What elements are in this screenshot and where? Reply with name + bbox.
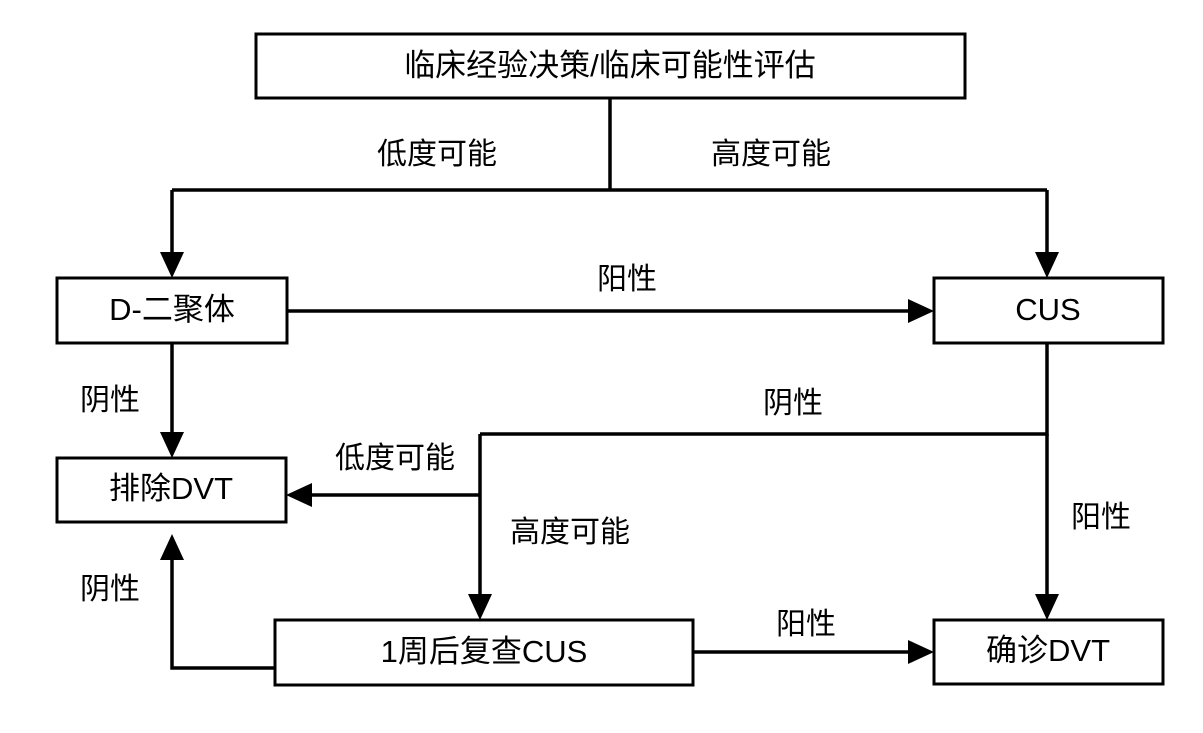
- edge-repeat-cus-negative: [160, 534, 275, 670]
- node-clinical-assessment[interactable]: 临床经验决策/临床可能性评估: [254, 32, 967, 100]
- edge-assessment-split: [160, 98, 1059, 278]
- edge-label-low-probability-top: 低度可能: [377, 138, 497, 171]
- edge-label-d-dimer-negative: 阴性: [80, 384, 140, 417]
- arrow-head-to-d-dimer: [160, 252, 184, 278]
- node-confirm-dvt[interactable]: 确诊DVT: [932, 618, 1165, 686]
- node-d-dimer-label: D-二聚体: [109, 292, 235, 327]
- edge-cus-negative: [286, 343, 1049, 620]
- edge-cus-positive: [1035, 434, 1059, 620]
- node-clinical-assessment-rect[interactable]: [254, 32, 967, 100]
- edge-label-repeat-cus-positive: 阳性: [776, 608, 836, 641]
- node-confirm-dvt-label: 确诊DVT: [986, 633, 1110, 668]
- edge-label-d-dimer-positive: 阳性: [597, 263, 657, 296]
- node-confirm-dvt-rect[interactable]: [932, 618, 1165, 686]
- node-repeat-cus-label: 1周后复查CUS: [381, 634, 588, 669]
- node-clinical-assessment-label: 临床经验决策/临床可能性评估: [404, 48, 816, 83]
- edge-d-dimer-to-exclude: [160, 343, 184, 458]
- node-exclude-dvt[interactable]: 排除DVT: [55, 456, 288, 524]
- node-cus-rect[interactable]: [932, 276, 1165, 345]
- arrow-head-high-prob-to-repeat-cus: [468, 594, 492, 620]
- node-d-dimer-rect[interactable]: [55, 276, 289, 345]
- edge-repeat-cus-positive: [693, 640, 934, 664]
- node-cus-label: CUS: [1015, 292, 1080, 327]
- edge-d-dimer-to-cus: [287, 299, 934, 323]
- arrow-head-cus-positive: [1035, 594, 1059, 620]
- node-cus[interactable]: CUS: [932, 276, 1165, 345]
- arrow-head-repeat-cus-negative: [160, 534, 184, 560]
- node-exclude-dvt-label: 排除DVT: [109, 471, 233, 506]
- arrow-head-d-dimer-negative: [160, 432, 184, 458]
- edge-label-high-probability-top: 高度可能: [711, 138, 831, 171]
- arrow-head-repeat-cus-positive: [908, 640, 934, 664]
- arrow-head-to-cus: [1035, 252, 1059, 278]
- node-repeat-cus[interactable]: 1周后复查CUS: [273, 618, 695, 687]
- arrow-head-low-prob-to-exclude: [286, 483, 312, 507]
- arrow-head-d-dimer-positive: [908, 299, 934, 323]
- node-repeat-cus-rect[interactable]: [273, 618, 695, 687]
- edge-label-low-probability-mid: 低度可能: [335, 442, 455, 475]
- edge-label-repeat-cus-negative: 阴性: [80, 573, 140, 606]
- node-d-dimer[interactable]: D-二聚体: [55, 276, 289, 345]
- edge-label-high-probability-mid: 高度可能: [510, 516, 630, 549]
- node-exclude-dvt-rect[interactable]: [55, 456, 288, 524]
- edge-label-cus-positive: 阳性: [1071, 501, 1131, 534]
- edge-label-cus-negative: 阴性: [763, 387, 823, 420]
